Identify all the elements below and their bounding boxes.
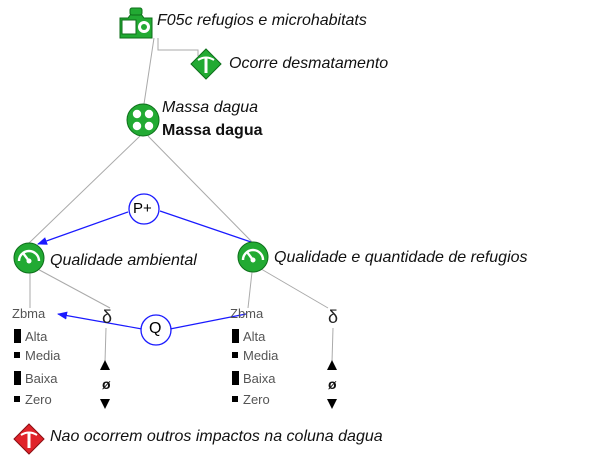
right-derivative-connector xyxy=(255,265,329,309)
left-qs-zero: Zero xyxy=(25,392,52,407)
green-scenario-icon xyxy=(119,7,153,39)
right-qs-zero: Zero xyxy=(243,392,270,407)
entity-to-quantity-left-line xyxy=(27,135,141,245)
green-quantity-icon xyxy=(13,242,45,274)
right-qs-alta: Alta xyxy=(243,329,266,344)
entity-label-bold: Massa dagua xyxy=(162,122,263,139)
correspondence-circle xyxy=(140,314,172,346)
scenario-to-entity-line xyxy=(143,37,155,105)
quantity-left-label: Qualidade ambiental xyxy=(50,252,197,269)
left-derivative-stem xyxy=(104,327,107,363)
right-qs-alta-marker xyxy=(232,329,239,343)
left-qs-alta-marker xyxy=(14,329,21,343)
green-entity-icon xyxy=(126,103,160,137)
left-derivative-symbol: δ xyxy=(102,307,113,327)
quantity-right-label: Qualidade e quantidade de refugios xyxy=(274,249,528,266)
proportionality-arrow-left xyxy=(37,211,129,245)
proportionality-line-right xyxy=(159,210,252,243)
proportionality-circle xyxy=(128,193,160,225)
proportionality-label: P+ xyxy=(133,200,152,217)
left-qs-zbma: Zbma xyxy=(12,306,46,321)
scenario-to-assumption-line xyxy=(157,38,199,56)
left-derivative-connector xyxy=(31,265,111,309)
green-quantity-icon xyxy=(237,241,269,273)
left-qs-media-marker xyxy=(14,352,20,358)
green-diamond-assumption-icon xyxy=(190,48,222,80)
scenario-label: F05c refugios e microhabitats xyxy=(157,12,367,29)
left-derivative-value: ø xyxy=(102,376,111,392)
right-derivative-value: ø xyxy=(328,376,337,392)
correspondence-label: Q xyxy=(149,320,162,337)
correspondence-arrow-left xyxy=(57,311,143,330)
entity-label-italic: Massa dagua xyxy=(162,99,259,116)
right-qs-media: Media xyxy=(243,348,279,363)
right-qs-zero-marker xyxy=(232,396,238,402)
assumption-bottom-label: Nao ocorrem outros impactos na coluna da… xyxy=(50,428,383,445)
left-qs-alta: Alta xyxy=(25,329,48,344)
right-derivative-symbol: δ xyxy=(328,307,339,327)
left-qs-zero-marker xyxy=(14,396,20,402)
assumption-top-label: Ocorre desmatamento xyxy=(229,55,389,72)
right-qs-media-marker xyxy=(232,352,238,358)
left-qs-media: Media xyxy=(25,348,61,363)
red-diamond-assumption-icon xyxy=(13,423,45,455)
left-qs-baixa: Baixa xyxy=(25,371,58,386)
right-qs-baixa: Baixa xyxy=(243,371,276,386)
right-qs-connector xyxy=(247,271,253,309)
right-qs-zbma: Zbma xyxy=(230,306,264,321)
right-derivative-stem xyxy=(331,327,334,363)
entity-to-quantity-right-line xyxy=(147,135,255,245)
right-qs-baixa-marker xyxy=(232,371,239,385)
right-derivative-arrows-icon xyxy=(327,360,337,409)
correspondence-line-right xyxy=(169,313,247,330)
left-derivative-arrows-icon xyxy=(100,360,110,409)
left-qs-baixa-marker xyxy=(14,371,21,385)
